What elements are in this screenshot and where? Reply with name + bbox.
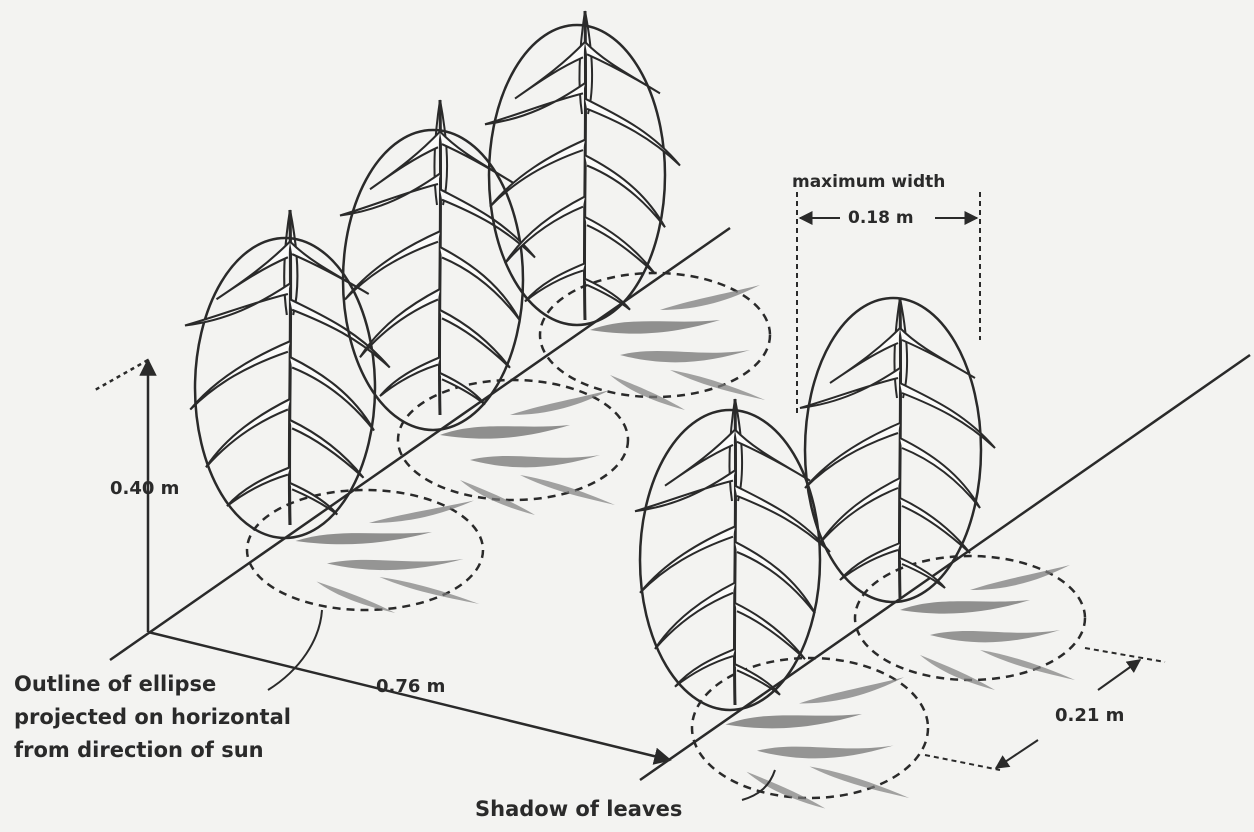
plant-1	[185, 210, 483, 613]
ellipse-outline-line3: from direction of sun	[14, 738, 264, 762]
max-width-value: 0.18 m	[848, 208, 914, 228]
leaf-shadow-label: Shadow of leaves	[475, 797, 682, 821]
plant-3	[485, 11, 770, 410]
ground-lines	[95, 228, 1250, 780]
ellipse-outline-line2: projected on horizontal	[14, 705, 291, 729]
plant-spacing-dimension	[925, 648, 1165, 770]
row-spacing-label: 0.76 m	[376, 676, 445, 697]
plant-spacing-label: 0.21 m	[1055, 705, 1124, 726]
ellipse-outline-line1: Outline of ellipse	[14, 672, 216, 696]
height-label: 0.40 m	[110, 478, 179, 499]
plant-5	[635, 399, 928, 809]
front-row-plants	[635, 298, 1085, 809]
max-width-title: maximum width	[792, 172, 945, 192]
plant-4	[800, 298, 1085, 690]
back-row-plants	[185, 11, 770, 613]
